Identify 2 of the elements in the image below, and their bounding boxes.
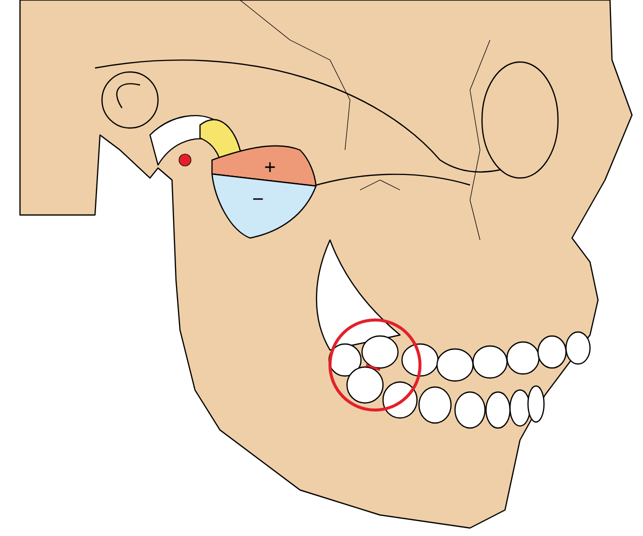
shaded-region: + — [211, 145, 317, 187]
shaded-region: − — [211, 173, 317, 239]
